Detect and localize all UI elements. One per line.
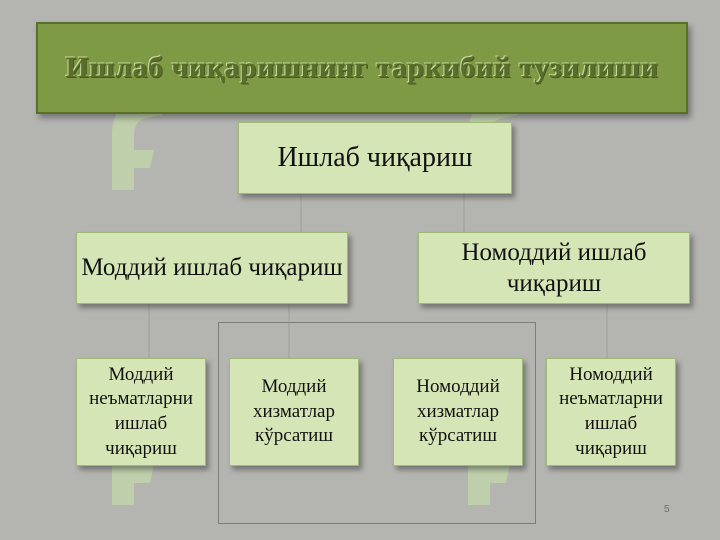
node-label: Номоддий неъматларни ишлаб чиқариш: [559, 363, 663, 459]
node-label: Номоддий ишлаб чиқариш: [461, 238, 647, 297]
node-material-production: Моддий ишлаб чиқариш: [76, 232, 348, 304]
root-node-label: Ишлаб чиқариш: [277, 142, 473, 173]
node-nonmaterial-services: Номоддий хизматлар кўрсатиш: [393, 358, 523, 466]
connector-root-right: [463, 194, 465, 232]
middle-group-frame: [218, 322, 536, 524]
node-nonmaterial-production: Номоддий ишлаб чиқариш: [418, 232, 690, 304]
connector-left-b2: [288, 304, 290, 358]
node-label: Моддий неъматларни ишлаб чиқариш: [89, 363, 193, 459]
node-material-services: Моддий хизматлар кўрсатиш: [229, 358, 359, 466]
node-label: Номоддий хизматлар кўрсатиш: [416, 375, 500, 447]
connector-root-left: [300, 194, 302, 232]
title-bar: Ишлаб чиқаришнинг таркибий тузилиши: [36, 22, 688, 114]
slide-title: Ишлаб чиқаришнинг таркибий тузилиши: [65, 51, 659, 84]
node-label: Моддий ишлаб чиқариш: [81, 254, 343, 282]
node-label: Моддий хизматлар кўрсатиш: [253, 375, 335, 447]
connector-left-b1: [148, 304, 150, 358]
node-nonmaterial-goods: Номоддий неъматларни ишлаб чиқариш: [546, 358, 676, 466]
root-node: Ишлаб чиқариш: [238, 122, 512, 194]
leaf-logo-icon: [112, 92, 167, 190]
page-number: 5: [664, 504, 670, 515]
node-material-goods: Моддий неъматларни ишлаб чиқариш: [76, 358, 206, 466]
connector-right-b4: [606, 304, 608, 358]
